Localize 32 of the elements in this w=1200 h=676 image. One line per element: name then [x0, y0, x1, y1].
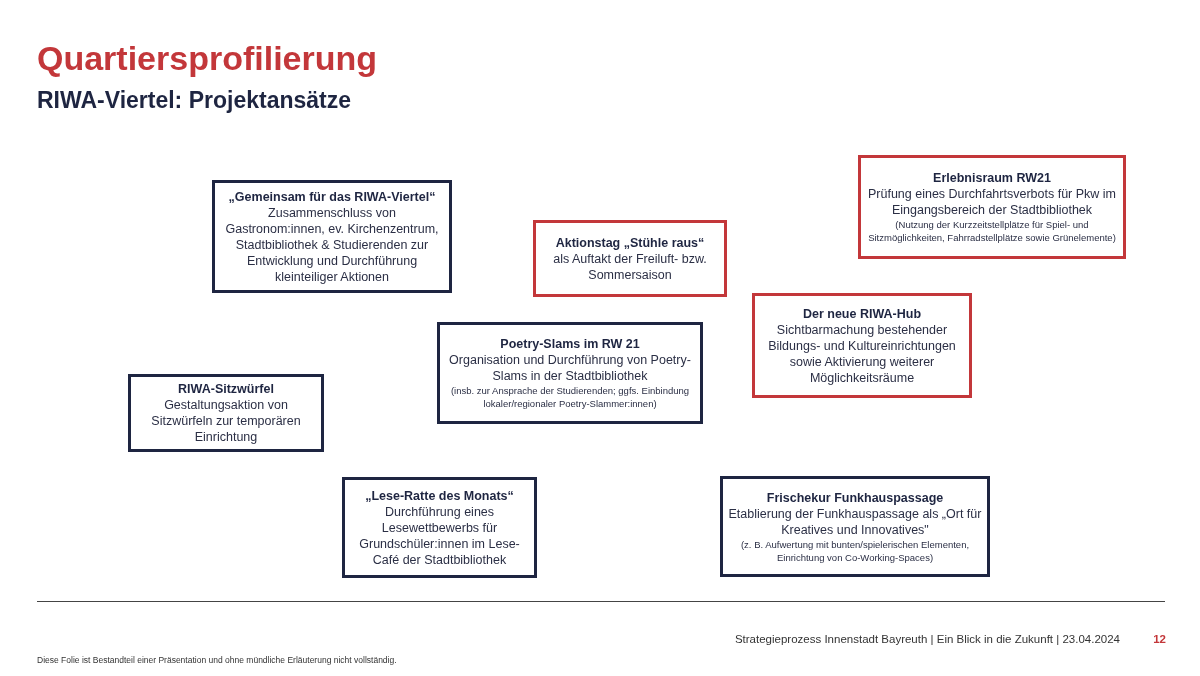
box-description: Prüfung eines Durchfahrtsverbots für Pkw im Eingangsbereich der Stadtbibliothek: [867, 186, 1117, 218]
project-box: [437, 322, 703, 424]
box-note: (z. B. Aufwertung mit bunten/spielerischen Elementen, Einrichtung von Co-Working-Spaces): [739, 537, 971, 564]
page-number: 12: [1153, 632, 1166, 646]
box-heading: Aktionstag „Stühle raus“: [555, 234, 705, 251]
project-box: [720, 476, 990, 577]
box-description: Organisation und Durchführung von Poetry-Slams in der Stadtbibliothek: [448, 352, 692, 384]
box-description: Etablierung der Funkhauspassage als „Ort für Kreatives und Innovatives": [727, 505, 983, 538]
box-heading: „Lese-Ratte des Monats“: [365, 487, 514, 504]
box-description: Gestaltungsaktion von Sitzwürfeln zur temporären Einrichtung: [150, 397, 302, 445]
footer-text: Strategieprozess Innenstadt Bayreuth | Ein Blick in die Zukunft | 23.04.2024: [734, 632, 1120, 646]
project-box: [342, 477, 537, 578]
box-description: Zusammenschluss von Gastronom:innen, ev. Kirchenzentrum, Stadtbibliothek & Studierenden zur Entwicklung und Durchführung kleinteiliger Aktionen: [224, 204, 440, 285]
box-heading: Frischekur Funkhauspassage: [766, 489, 944, 506]
box-note: (insb. zur Ansprache der Studierenden; ggfs. Einbindung lokaler/regionaler Poetry-Slammer:innen): [449, 384, 691, 410]
project-box: [533, 220, 727, 297]
box-heading: Erlebnisraum RW21: [933, 170, 1051, 186]
box-description: Sichtbarmachung bestehender Bildungs- und Kultureinrichtungen sowie Aktivierung weiterer Möglichkeitsräume: [767, 321, 957, 386]
box-heading: RIWA-Sitzwürfel: [178, 381, 274, 397]
box-heading: Der neue RIWA-Hub: [802, 305, 922, 322]
title: Quartiersprofilierung: [37, 38, 378, 78]
project-box: [212, 180, 452, 293]
box-note: (Nutzung der Kurzzeitstellplätze für Spiel- und Sitzmöglichkeiten, Fahrradstellplätze sowie Grünelemente): [867, 218, 1117, 244]
project-box: [858, 155, 1126, 259]
box-heading: Poetry-Slams im RW 21: [500, 336, 640, 352]
disclaimer-note: Diese Folie ist Bestandteil einer Präsentation und ohne mündliche Erläuterung nicht vollständig.: [37, 655, 397, 666]
project-box: [128, 374, 324, 452]
subtitle: RIWA-Viertel: Projektansätze: [37, 86, 351, 114]
project-box: [752, 293, 972, 398]
box-heading: „Gemeinsam für das RIWA-Viertel“: [228, 188, 436, 205]
box-description: als Auftakt der Freiluft- bzw. Sommersaison: [552, 250, 708, 283]
box-description: Durchführung eines Lesewettbewerbs für Grundschüler:innen im Lese-Café der Stadtbibliothek: [358, 503, 521, 568]
